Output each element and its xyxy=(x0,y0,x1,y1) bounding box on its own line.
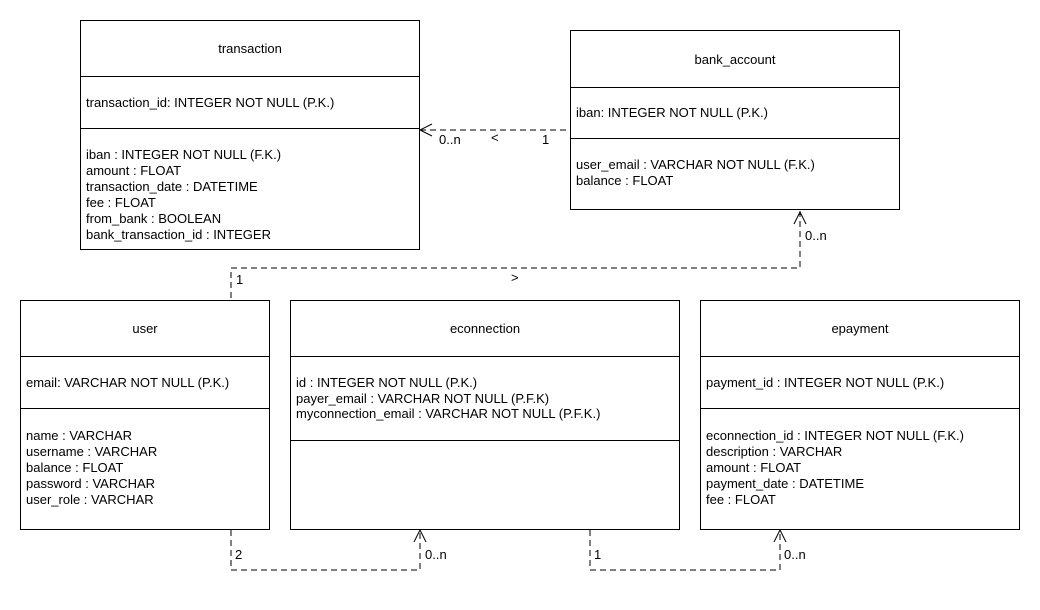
attribute-field: transaction_date : DATETIME xyxy=(86,179,258,194)
attribute-field: user_role : VARCHAR xyxy=(26,492,154,507)
pk-field: id : INTEGER NOT NULL (P.K.) xyxy=(296,375,478,390)
cardinality-label: 0..n xyxy=(425,547,447,562)
primary-key-section: id : INTEGER NOT NULL (P.K.) payer_email… xyxy=(291,356,679,441)
attribute-section: user_email : VARCHAR NOT NULL (F.K.) bal… xyxy=(571,139,899,209)
link-econnection-epayment xyxy=(589,530,781,571)
entity-bank-account[interactable]: bank_account iban: INTEGER NOT NULL (P.K… xyxy=(570,30,900,210)
attribute-field: bank_transaction_id : INTEGER xyxy=(86,227,271,242)
direction-arrow-label: > xyxy=(511,270,519,285)
attribute-section: iban : INTEGER NOT NULL (F.K.) amount : … xyxy=(81,129,419,249)
crowfoot-transaction xyxy=(418,123,433,137)
primary-key-section: iban: INTEGER NOT NULL (P.K.) xyxy=(571,87,899,139)
pk-field: email: VARCHAR NOT NULL (P.K.) xyxy=(26,375,230,390)
pk-field: myconnection_email : VARCHAR NOT NULL (P… xyxy=(296,406,601,421)
attribute-field: balance : FLOAT xyxy=(576,173,674,188)
entity-econnection[interactable]: econnection id : INTEGER NOT NULL (P.K.)… xyxy=(290,300,680,530)
pk-field: payer_email : VARCHAR NOT NULL (P.F.K) xyxy=(296,390,550,406)
attribute-field: name : VARCHAR xyxy=(26,428,132,443)
cardinality-label: 2 xyxy=(235,547,243,562)
link-bank-account-user xyxy=(230,211,801,298)
attribute-field: from_bank : BOOLEAN xyxy=(86,211,222,226)
entity-title: bank_account xyxy=(571,31,899,88)
entity-transaction[interactable]: transaction transaction_id: INTEGER NOT … xyxy=(80,20,420,250)
attribute-section: econnection_id : INTEGER NOT NULL (F.K.)… xyxy=(701,409,1019,529)
entity-title: user xyxy=(21,301,269,357)
attribute-section: name : VARCHAR username : VARCHAR balanc… xyxy=(21,409,269,529)
cardinality-label: 1 xyxy=(236,272,244,287)
entity-title: epayment xyxy=(701,301,1019,357)
cardinality-label: 0..n xyxy=(439,132,461,147)
attribute-field: payment_date : DATETIME xyxy=(706,476,864,491)
entity-title: transaction xyxy=(81,21,419,77)
cardinality-label: 0..n xyxy=(805,228,827,243)
pk-field: transaction_id: INTEGER NOT NULL (P.K.) xyxy=(86,95,335,110)
pk-field: payment_id : INTEGER NOT NULL (P.K.) xyxy=(706,375,945,390)
attribute-field: amount : FLOAT xyxy=(86,163,182,178)
entity-epayment[interactable]: epayment payment_id : INTEGER NOT NULL (… xyxy=(700,300,1020,530)
cardinality-label: 0..n xyxy=(784,547,806,562)
entity-user[interactable]: user email: VARCHAR NOT NULL (P.K.) name… xyxy=(20,300,270,530)
primary-key-section: email: VARCHAR NOT NULL (P.K.) xyxy=(21,356,269,409)
attribute-section xyxy=(291,441,679,529)
crowfoot-epayment xyxy=(773,528,787,543)
attribute-field: econnection_id : INTEGER NOT NULL (F.K.) xyxy=(706,428,964,443)
direction-arrow-label: < xyxy=(491,130,499,145)
attribute-field: user_email : VARCHAR NOT NULL (F.K.) xyxy=(576,157,815,172)
crowfoot-bank-account xyxy=(793,210,807,225)
attribute-field: username : VARCHAR xyxy=(26,444,158,459)
attribute-field: fee : FLOAT xyxy=(706,492,776,507)
attribute-field: iban : INTEGER NOT NULL (F.K.) xyxy=(86,147,282,162)
attribute-field: balance : FLOAT xyxy=(26,460,124,475)
attribute-field: amount : FLOAT xyxy=(706,460,802,475)
attribute-field: password : VARCHAR xyxy=(26,476,156,491)
link-user-econnection xyxy=(230,530,421,571)
crowfoot-econnection xyxy=(413,528,427,543)
primary-key-section: transaction_id: INTEGER NOT NULL (P.K.) xyxy=(81,76,419,129)
pk-field: iban: INTEGER NOT NULL (P.K.) xyxy=(576,105,768,120)
attribute-field: description : VARCHAR xyxy=(706,444,843,459)
entity-title: econnection xyxy=(291,301,679,357)
attribute-field: fee : FLOAT xyxy=(86,195,156,210)
cardinality-label: 1 xyxy=(594,547,602,562)
cardinality-label: 1 xyxy=(542,132,550,147)
primary-key-section: payment_id : INTEGER NOT NULL (P.K.) xyxy=(701,356,1019,409)
